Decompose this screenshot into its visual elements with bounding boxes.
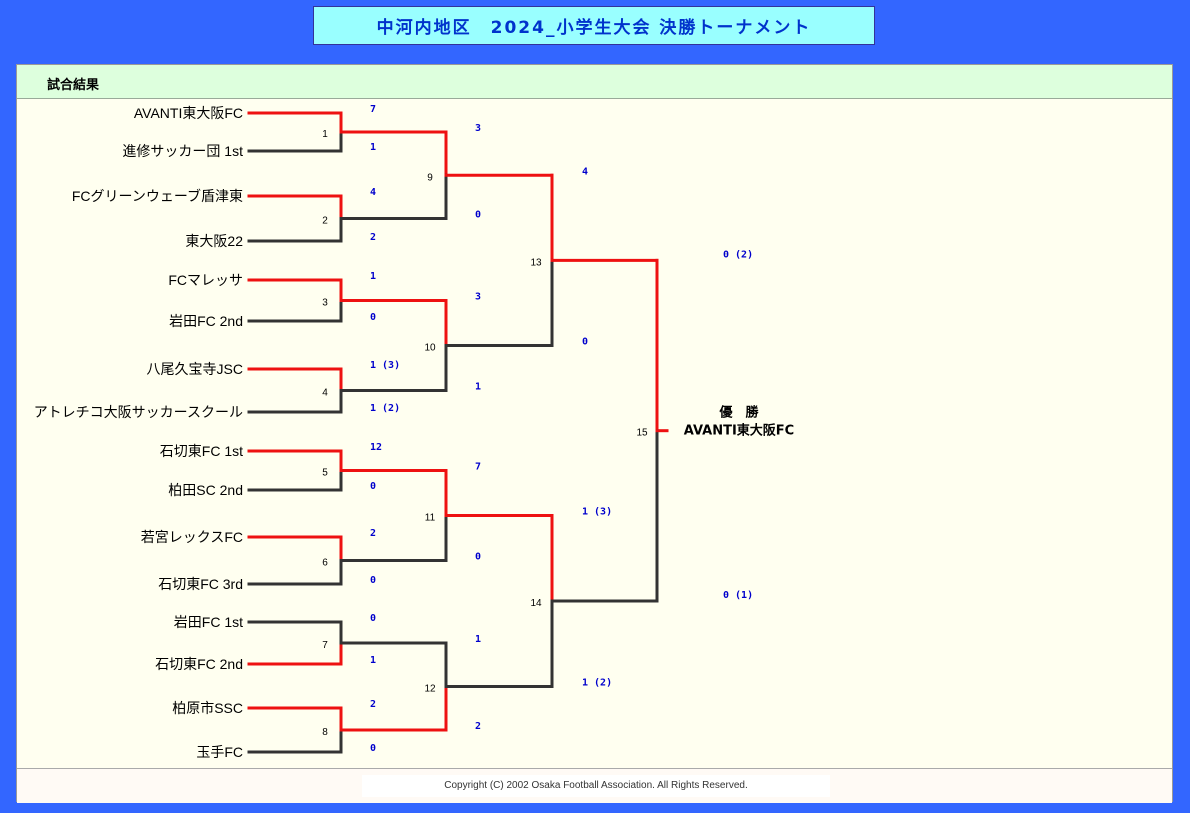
team-name: 石切東FC 1st: [160, 443, 243, 459]
score-label: 1: [370, 142, 376, 153]
team-name: 岩田FC 2nd: [169, 313, 243, 329]
team-name: 柏原市SSC: [172, 700, 243, 716]
score-label: 0: [475, 552, 481, 563]
footer: Copyright (C) 2002 Osaka Football Associ…: [17, 768, 1172, 803]
match-number: 3: [322, 298, 328, 309]
champion-team: AVANTI東大阪FC: [684, 423, 794, 439]
match-number: 2: [322, 216, 328, 227]
match-number: 4: [322, 388, 328, 399]
team-name: 若宮レックスFC: [141, 529, 243, 545]
score-label: 1: [370, 655, 376, 666]
team-name: 玉手FC: [196, 744, 243, 760]
match-number: 9: [427, 172, 433, 183]
score-label: 2: [370, 232, 376, 243]
score-label: 1 (2): [370, 403, 400, 414]
team-name: アトレチコ大阪サッカースクール: [34, 404, 243, 420]
score-label: 3: [475, 292, 481, 303]
score-label: 1 (2): [582, 678, 612, 689]
score-label: 1: [370, 271, 376, 282]
score-label: 2: [475, 721, 481, 732]
team-name: 柏田SC 2nd: [168, 482, 243, 498]
score-label: 1: [475, 634, 481, 645]
section-header: 試合結果: [17, 65, 1172, 99]
score-label: 3: [475, 123, 481, 134]
score-label: 2: [370, 528, 376, 539]
team-name: 岩田FC 1st: [174, 614, 243, 630]
match-number: 11: [425, 513, 436, 524]
score-label: 0 (1): [723, 590, 753, 601]
team-name: 東大阪22: [185, 233, 243, 249]
team-name: 石切東FC 2nd: [155, 656, 243, 672]
score-label: 0: [370, 613, 376, 624]
score-label: 0: [370, 575, 376, 586]
match-number: 8: [322, 727, 328, 738]
team-name: FCグリーンウェーブ盾津東: [72, 188, 243, 204]
match-number: 5: [322, 468, 328, 479]
champion-label: 優 勝: [718, 405, 759, 421]
copyright-text: Copyright (C) 2002 Osaka Football Associ…: [362, 775, 830, 797]
score-label: 0: [370, 481, 376, 492]
match-number: 14: [530, 598, 542, 609]
match-number: 12: [424, 684, 436, 695]
score-label: 1 (3): [582, 507, 612, 518]
match-number: 13: [530, 257, 542, 268]
tournament-bracket: AVANTI東大阪FC 進修サッカー団 1stFCグリーンウェーブ盾津東東大阪22…: [34, 104, 795, 760]
score-label: 12: [370, 442, 382, 453]
score-label: 1: [475, 382, 481, 393]
score-label: 2: [370, 699, 376, 710]
team-name: 進修サッカー団 1st: [122, 143, 243, 159]
match-number: 10: [424, 343, 436, 354]
score-label: 1 (3): [370, 360, 400, 371]
team-name: AVANTI東大阪FC: [134, 105, 243, 121]
score-label: 0 (2): [723, 249, 753, 260]
team-name: 石切東FC 3rd: [158, 576, 243, 592]
match-number: 6: [322, 558, 328, 569]
score-label: 0: [475, 210, 481, 221]
team-name: FCマレッサ: [168, 272, 243, 288]
score-label: 0: [582, 337, 588, 348]
score-label: 0: [370, 743, 376, 754]
match-number: 1: [322, 129, 328, 140]
team-name: 八尾久宝寺JSC: [147, 361, 243, 377]
section-title: 試合結果: [47, 78, 100, 93]
match-number: 7: [322, 640, 328, 651]
score-label: 7: [370, 104, 376, 115]
score-label: 7: [475, 462, 481, 473]
match-number: 15: [636, 428, 648, 439]
score-label: 4: [582, 166, 588, 177]
score-label: 4: [370, 187, 376, 198]
page-title: 中河内地区 2024_小学生大会 決勝トーナメント: [313, 6, 875, 45]
score-label: 0: [370, 312, 376, 323]
